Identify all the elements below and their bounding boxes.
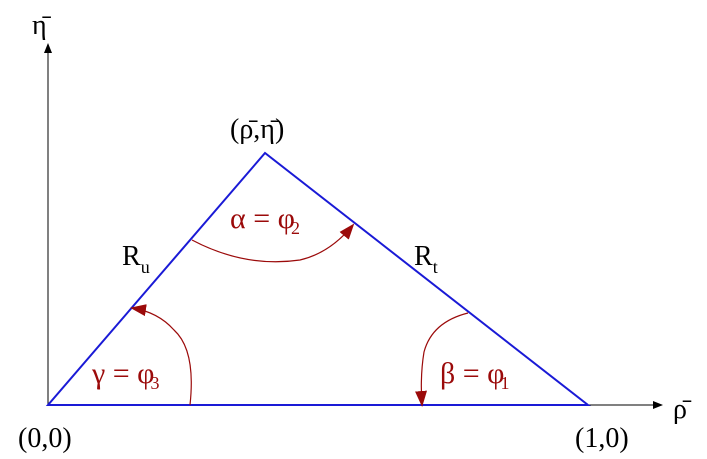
origin-label: (0,0) [18,423,72,454]
gamma-arc [130,304,192,406]
beta-arc [415,312,469,407]
unit-label: (1,0) [575,423,629,454]
gamma-label: γ = φ3 [91,357,160,393]
apex-label: (ρ̄,η̄) [230,114,284,145]
x-axis-label: ρ̄ [673,394,692,425]
side-rt-label: Rt [414,241,438,277]
unitarity-triangle [45,151,591,406]
y-axis-label: η̄ [32,10,52,41]
side-ru-label: Ru [122,241,150,277]
beta-label: β = φ1 [440,357,510,393]
alpha-label: α = φ2 [230,202,300,238]
alpha-arc [191,223,355,263]
